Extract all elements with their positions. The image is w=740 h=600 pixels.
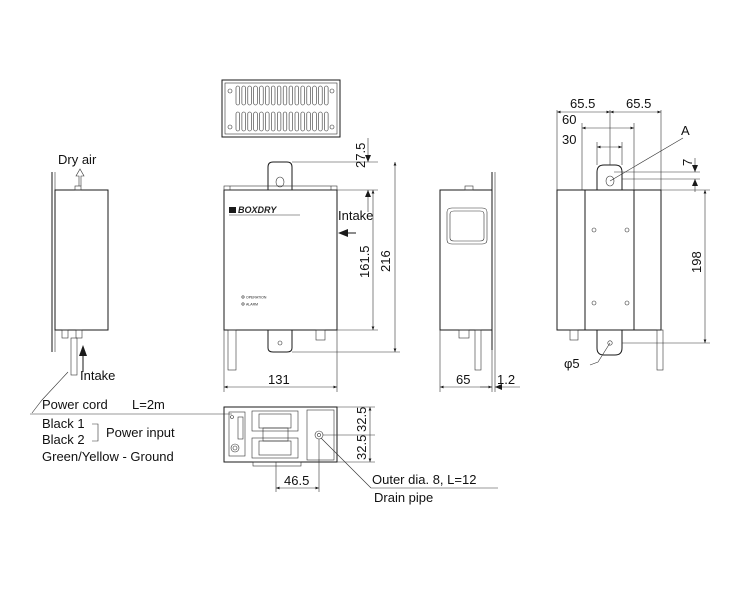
power-cord-label: Power cord [42,397,108,412]
grille-slot [306,85,311,106]
grille-slot [241,85,246,106]
grille-slot [288,111,294,132]
grille-slot [312,85,317,106]
dim-65-5-left: 65.5 [570,96,595,111]
dim-65-5-right: 65.5 [626,96,651,111]
grille-slot [235,85,240,106]
back-view [556,110,710,371]
left-side-view [31,168,109,414]
grille-slot [312,111,317,132]
point-a-label: A [681,123,690,138]
dim-27-5: 27.5 [353,143,368,168]
drain-pipe-label: Drain pipe [374,490,433,505]
grille-slot [276,85,282,106]
dim-30: 30 [562,132,576,147]
grille-slots [235,85,329,132]
black-1-label: Black 1 [42,416,85,431]
grille-slot [241,111,246,132]
dim-161-5: 161.5 [357,245,372,278]
dim-65: 65 [456,372,470,387]
top-grille-view [221,79,341,138]
grille-slot [276,111,282,132]
dim-131: 131 [268,372,290,387]
dim-60: 60 [562,112,576,127]
grille-slot [306,111,311,132]
dim-32-5-top: 32.5 [354,407,369,432]
grille-slot [259,111,264,132]
black-2-label: Black 2 [42,432,85,447]
grille-slot [294,111,299,132]
grille-slot [253,111,258,132]
led-operation-label: OPERATION [246,296,267,300]
grille-slot [271,85,276,106]
hole-dia-label: φ5 [564,356,580,371]
dim-216: 216 [378,250,393,272]
ground-label: Green/Yellow - Ground [42,449,174,464]
grille-slot [265,85,270,106]
dim-7: 7 [680,159,695,166]
grille-slot [300,85,305,106]
grille-slot [318,111,323,132]
grille-slot [282,111,288,132]
grille-slot [288,85,294,106]
grille-slot [324,85,329,106]
grille-slot [259,85,264,106]
grille-slot [235,111,240,132]
brand-logo: BOXDRY [238,205,277,215]
intake-left-label: Intake [80,368,115,383]
bottom-view [223,406,375,492]
grille-slot [282,85,288,106]
cord-length-label: L=2m [132,397,165,412]
grille-slot [300,111,305,132]
dry-air-label: Dry air [58,152,97,167]
front-view: BOXDRY OPERATION ALARM [223,138,400,392]
grille-slot [271,111,276,132]
outer-dia-label: Outer dia. 8, L=12 [372,472,476,487]
led-alarm-label: ALARM [246,303,258,307]
dim-198: 198 [689,251,704,273]
grille-slot [253,85,258,106]
labels: Dry air Intake Intake Power cord L=2m Bl… [30,96,704,505]
grille-slot [247,85,252,106]
right-side-view [439,172,520,392]
dim-46-5: 46.5 [284,473,309,488]
grille-slot [247,111,252,132]
grille-slot [265,111,270,132]
dim-32-5-bottom: 32.5 [354,435,369,460]
grille-slot [324,111,329,132]
grille-slot [294,85,299,106]
power-input-label: Power input [106,425,175,440]
grille-slot [318,85,323,106]
intake-front-label: Intake [338,208,373,223]
dim-1-2: 1.2 [497,372,515,387]
